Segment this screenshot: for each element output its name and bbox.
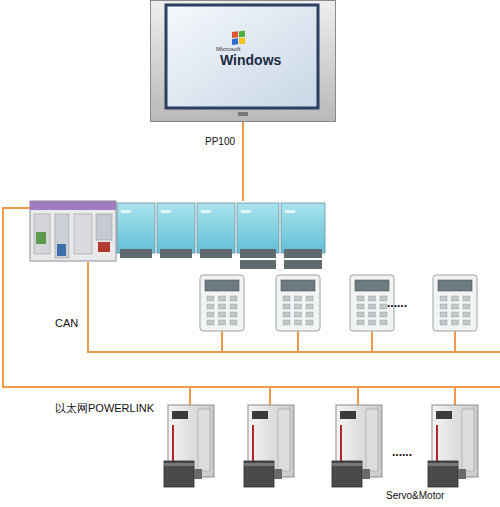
can-bus xyxy=(88,262,500,352)
windows-flag xyxy=(232,31,245,45)
screen-logo-text: Microsoft xyxy=(216,46,240,52)
device-name: PP100 xyxy=(205,137,235,147)
powerlink-drop xyxy=(357,387,359,405)
bus-name: CAN xyxy=(55,318,78,329)
bus-wires xyxy=(3,121,500,405)
screen-logo-text: Windows xyxy=(220,53,281,67)
keypad-terminal xyxy=(200,275,244,331)
can-drop xyxy=(454,331,456,352)
powerlink-drop xyxy=(269,387,271,405)
plc-rack xyxy=(30,201,325,269)
can-drop xyxy=(371,331,373,352)
ellipsis: ...... xyxy=(392,446,412,458)
keypad-terminal xyxy=(276,275,320,331)
can-drop xyxy=(297,331,299,352)
ellipsis: ...... xyxy=(387,297,407,309)
bus-name: 以太网POWERLINK xyxy=(55,403,154,414)
servo-drive xyxy=(428,405,478,487)
servo-drive xyxy=(244,405,294,487)
servo-drive xyxy=(164,405,214,487)
panel-link xyxy=(242,121,244,201)
powerlink-drop xyxy=(454,387,456,405)
panel-pc: MicrosoftWindowsPP100 xyxy=(150,0,336,122)
servo-drive xyxy=(332,405,382,487)
device-group-name: Servo&Motor xyxy=(386,491,444,501)
can-drop xyxy=(221,331,223,352)
keypad-terminal xyxy=(433,275,477,331)
powerlink-drop xyxy=(189,387,191,405)
